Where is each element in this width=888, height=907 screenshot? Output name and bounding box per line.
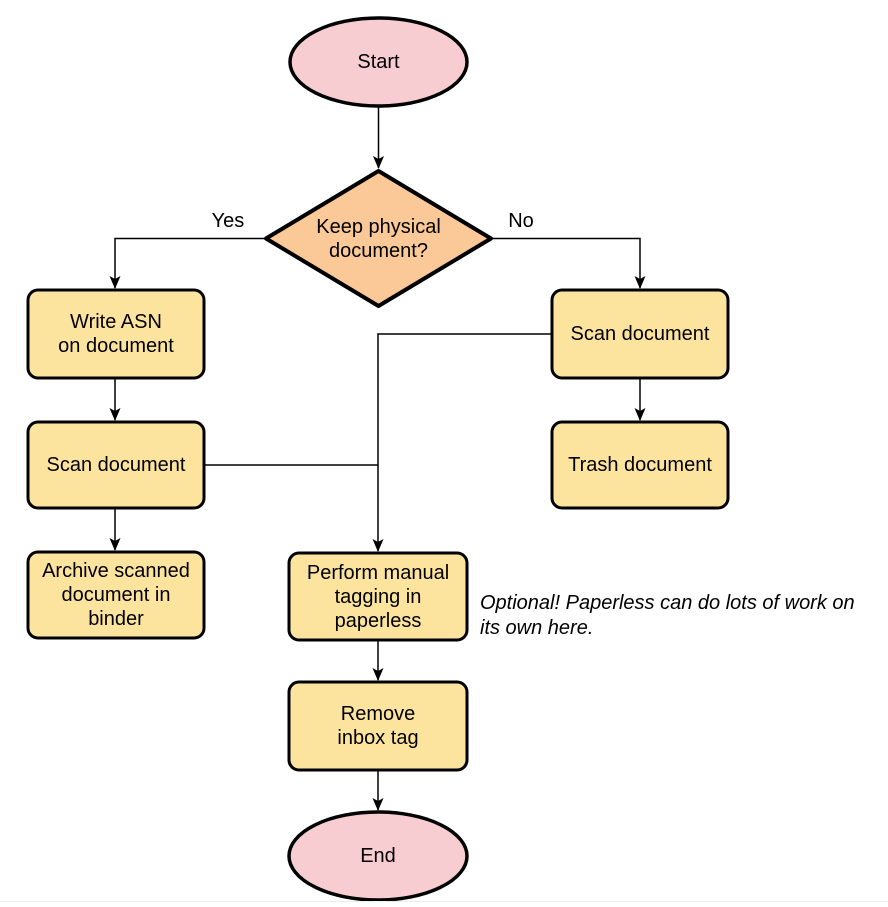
edge-label-no: No [508, 209, 534, 232]
end-terminator-shape [287, 810, 469, 902]
bottom-divider [0, 901, 888, 902]
start-terminator-shape [288, 16, 469, 108]
scan-left-node-label: Scan document [46, 454, 186, 476]
edge-scan-right-to-perform-tagging [372, 333, 552, 552]
archive-shape [26, 550, 206, 640]
optional-note: Optional! Paperless can do lots of work … [480, 592, 855, 639]
trash-shape [550, 420, 730, 510]
edge-label-yes: Yes [211, 209, 245, 232]
edge-decision-no-to-scan-right [490, 237, 646, 289]
scan-right-shape [550, 288, 730, 380]
decision-node-label: Keep physical document? [316, 215, 441, 262]
start-node-label: Start [357, 51, 400, 73]
remove-inbox-shape [287, 680, 469, 772]
edge-decision-yes-to-write-asn [109, 237, 267, 289]
scan-right-node-label: Scan document [570, 323, 710, 345]
end-node-label: End [360, 845, 396, 867]
perform-tagging-shape [287, 551, 469, 642]
edges [109, 106, 646, 811]
remove-inbox-node-label: Remove inbox tag [337, 703, 419, 749]
perform-tagging-node-label: Perform manual tagging in paperless [306, 561, 450, 632]
scan-left-shape [26, 420, 206, 510]
decision-diamond-shape [264, 169, 493, 308]
write-asn-node-label: Write ASN on document [58, 311, 174, 357]
trash-node-label: Trash document [568, 454, 712, 476]
node-shapes [26, 16, 730, 902]
write-asn-shape [26, 288, 206, 380]
archive-node-label: Archive scanned document in binder [42, 560, 190, 630]
